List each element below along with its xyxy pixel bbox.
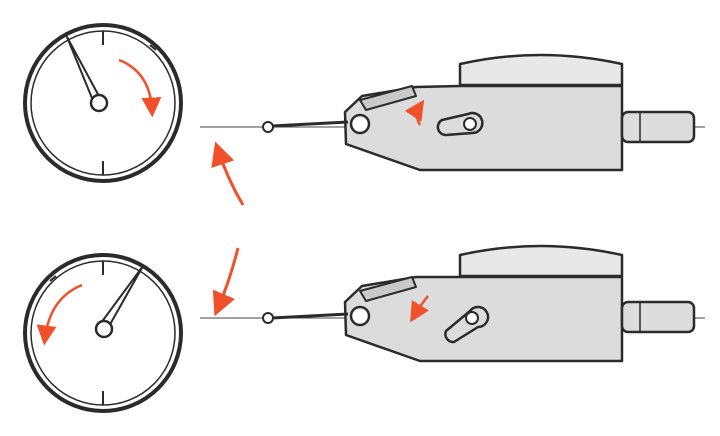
upper-stem (620, 110, 696, 144)
upper-stylus (271, 120, 349, 128)
upper-dial (23, 23, 183, 183)
upper-pivot (349, 113, 371, 135)
lower-dial-hub (94, 319, 114, 339)
upper-connector-arrow (211, 141, 245, 206)
upper-dial-tick-right (149, 44, 157, 51)
lower-dial-tick-left (49, 275, 57, 282)
lower-lever-arrow (410, 295, 430, 323)
upper-lever-arrow (404, 99, 425, 126)
lower-pivot (349, 305, 371, 327)
upper-lever-cover (359, 85, 417, 111)
upper-lever-screw (463, 117, 477, 131)
lower-stem (620, 300, 696, 334)
lower-connector-arrow (212, 247, 240, 317)
lower-indicator-body (262, 244, 696, 363)
lower-panel (23, 244, 705, 413)
upper-dial-hub (89, 93, 109, 113)
lower-dial-rotation-arrow (36, 283, 83, 346)
lower-dial (23, 253, 183, 413)
lower-lever-screw (465, 311, 479, 325)
upper-panel (23, 23, 705, 183)
upper-indicator-body (262, 53, 696, 172)
upper-stylus-ball (262, 121, 274, 133)
lower-lever-cover (359, 276, 417, 302)
lower-indicator-cap (458, 244, 624, 278)
upper-dial-rotation-arrow (118, 58, 162, 118)
lower-stylus (271, 312, 349, 320)
lower-stylus-ball (262, 312, 274, 324)
upper-indicator-cap (458, 53, 624, 87)
